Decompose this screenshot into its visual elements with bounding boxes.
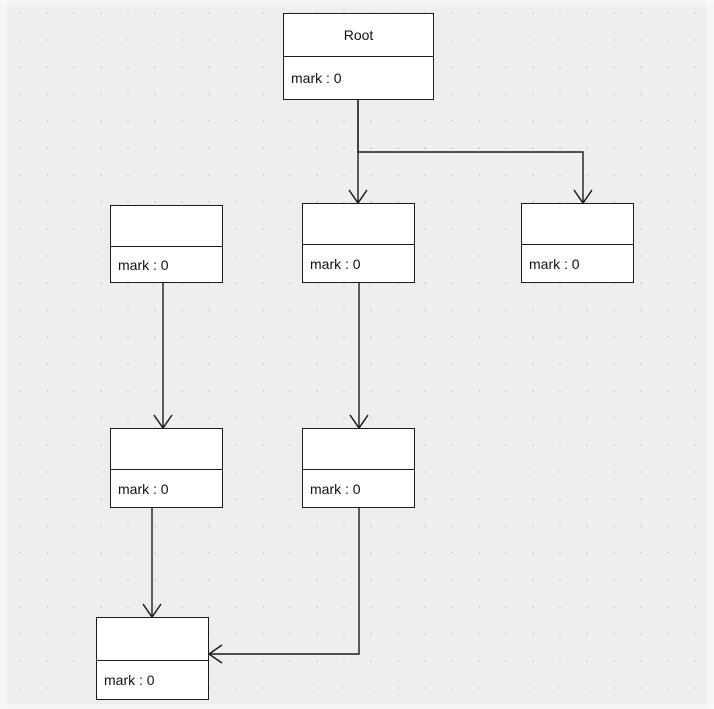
node-compartment-divider xyxy=(111,469,222,471)
node-compartment-divider xyxy=(111,246,222,248)
node-attribute: mark : 0 xyxy=(310,480,361,497)
node-title: Root xyxy=(343,27,374,43)
node-title xyxy=(303,429,414,469)
node-attribute: mark : 0 xyxy=(104,672,155,689)
node-root[interactable]: Root mark : 0 xyxy=(283,13,434,100)
arrowhead-icon xyxy=(207,644,223,664)
node-compartment-divider xyxy=(97,660,208,662)
edge-mid2-to-bottom[interactable] xyxy=(207,508,360,664)
node-compartment-divider xyxy=(284,56,433,58)
node-n-right-1[interactable]: mark : 0 xyxy=(521,203,634,283)
node-n-mid-1[interactable]: mark : 0 xyxy=(302,203,415,283)
edge-left2-to-bottom[interactable] xyxy=(142,508,162,619)
node-attribute: mark : 0 xyxy=(529,255,580,272)
node-compartment-divider xyxy=(303,469,414,471)
node-title xyxy=(111,206,222,246)
node-compartment-divider xyxy=(522,244,633,246)
node-n-bottom[interactable]: mark : 0 xyxy=(96,617,209,700)
node-title xyxy=(111,429,222,469)
edge-root-to-right1[interactable] xyxy=(357,100,593,205)
node-attribute: mark : 0 xyxy=(118,256,169,273)
node-attribute: mark : 0 xyxy=(310,255,361,272)
node-title xyxy=(303,204,414,244)
edge-mid1-to-mid2[interactable] xyxy=(349,283,369,430)
node-attribute: mark : 0 xyxy=(291,70,342,87)
node-compartment-divider xyxy=(303,244,414,246)
node-title xyxy=(97,618,208,660)
node-n-left-1[interactable]: mark : 0 xyxy=(110,205,223,283)
node-attribute: mark : 0 xyxy=(118,480,169,497)
node-n-left-2[interactable]: mark : 0 xyxy=(110,428,223,508)
node-title xyxy=(522,204,633,244)
edge-left1-to-left2[interactable] xyxy=(153,283,173,430)
node-n-mid-2[interactable]: mark : 0 xyxy=(302,428,415,508)
